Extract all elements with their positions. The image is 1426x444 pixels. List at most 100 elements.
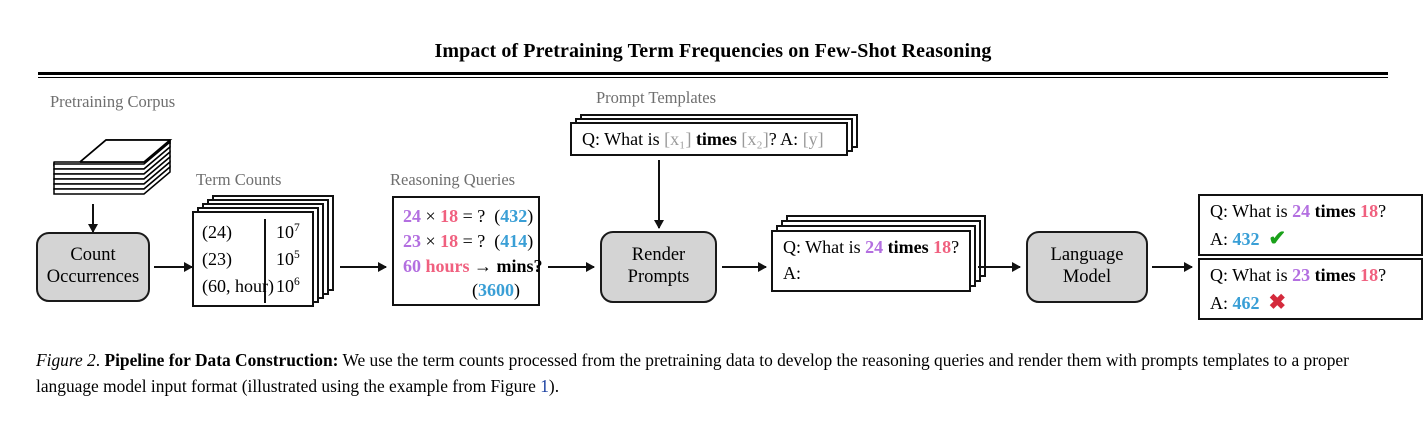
term-counts-base-0: 10 (276, 222, 294, 242)
incorrect-q-prefix: Q: What is (1210, 265, 1293, 285)
running-header-title: Impact of Pretraining Term Frequencies o… (434, 40, 992, 62)
process-box-render-prompts[interactable]: Render Prompts (600, 231, 717, 303)
query-1-x1: 23 (403, 231, 421, 251)
correct-x1: 24 (1292, 201, 1311, 221)
pipeline-figure: Pretraining Corpus (0, 86, 1426, 336)
prompt-template-text: Q: What is [x₁] times [x₂]? A: [y] (582, 129, 824, 150)
query-0-x2: 18 (440, 206, 459, 226)
query-0-op: × (425, 206, 436, 226)
incorrect-q-suffix: ? (1378, 265, 1387, 285)
caption-bold-title: Pipeline for Data Construction: (104, 350, 339, 370)
correct-output-answer: A: 432 ✔ (1210, 226, 1286, 251)
prompt-template-prefix: Q: What is (582, 129, 665, 149)
term-counts-exp-1: 5 (294, 249, 300, 261)
correct-a-prefix: A: (1210, 229, 1233, 249)
reasoning-query-row-2: 60 hours → mins? (403, 256, 543, 277)
cross-icon: ✖ (1268, 290, 1287, 314)
caption-figure-label: Figure 2 (36, 350, 96, 370)
term-counts-term-1: (23) (202, 249, 232, 269)
term-counts-term-2: (60, hour) (202, 276, 274, 296)
rendered-prompt-q-prefix: Q: What is (783, 237, 866, 257)
term-counts-card[interactable]: (24) 107 (23) 105 (60, hour) 106 (192, 211, 314, 307)
reasoning-queries-card[interactable]: 24 × 18 = ? (432) 23 × 18 = ? (414) 60 h… (392, 196, 543, 306)
query-1-op: × (425, 231, 436, 251)
correct-q-prefix: Q: What is (1210, 201, 1293, 221)
rendered-prompt-card[interactable]: Q: What is 24 times 18? A: (771, 230, 971, 292)
query-0-close: ) (527, 206, 534, 226)
count-occurrences-line2: Occurrences (46, 267, 140, 287)
incorrect-output-answer: A: 462 ✖ (1210, 290, 1286, 315)
term-counts-exp-0: 7 (294, 222, 300, 234)
rendered-prompt-question: Q: What is 24 times 18? (783, 237, 959, 258)
label-pretraining-corpus: Pretraining Corpus (50, 92, 176, 111)
header-rule-thin (38, 77, 1388, 78)
arrow-templates-to-render (658, 160, 661, 228)
rendered-prompt-answer-line: A: (783, 263, 801, 283)
query-1-close: ) (527, 231, 534, 251)
output-card-correct[interactable]: Q: What is 24 times 18? A: 432 ✔ (1198, 194, 1423, 256)
arrow-lm-to-outputs (1152, 266, 1192, 269)
label-prompt-templates: Prompt Templates (596, 88, 716, 107)
header-rule-thick (38, 72, 1388, 75)
prompt-template-var2: [x₂] (741, 129, 769, 149)
rendered-prompt-q-suffix: ? (951, 237, 960, 257)
query-1-open: ( (494, 231, 501, 251)
caption-body-part2: ). (548, 375, 560, 396)
output-card-incorrect[interactable]: Q: What is 23 times 18? A: 462 ✖ (1198, 258, 1423, 320)
rendered-prompt-q-mid: times (883, 237, 934, 257)
query-1-answer: 414 (500, 231, 528, 251)
correct-answer-value: 432 (1232, 229, 1260, 249)
query-2-x1: 60 (403, 256, 421, 276)
count-occurrences-line1: Count (70, 245, 116, 266)
query-2-open: ( (472, 280, 478, 300)
incorrect-x2: 18 (1360, 265, 1379, 285)
term-counts-divider (264, 219, 266, 303)
label-term-counts: Term Counts (196, 170, 282, 189)
correct-q-suffix: ? (1378, 201, 1387, 221)
term-counts-count-0: 107 (276, 222, 300, 243)
caption-figure1-link[interactable]: 1 (540, 375, 549, 396)
query-2-target: mins? (496, 256, 543, 276)
process-box-count-occurrences[interactable]: Count Occurrences (36, 232, 150, 302)
incorrect-q-mid: times (1310, 265, 1361, 285)
term-counts-count-2: 106 (276, 276, 300, 297)
reasoning-query-row-1: 23 × 18 = ? (414) (403, 231, 533, 252)
render-prompts-line1: Render (631, 245, 686, 266)
process-box-language-model[interactable]: Language Model (1026, 231, 1148, 303)
reasoning-query-row-2-answer: (3600) (472, 280, 520, 301)
query-0-x1: 24 (403, 206, 421, 226)
incorrect-x1: 23 (1292, 265, 1311, 285)
language-model-line2: Model (1062, 267, 1112, 287)
arrow-prompts-to-lm (978, 266, 1020, 269)
language-model-line1: Language (1050, 245, 1124, 266)
prompt-template-var3: [y] (802, 129, 824, 149)
prompt-template-suffix: ? A: (768, 129, 803, 149)
figure-caption: Figure 2. Pipeline for Data Construction… (36, 348, 1392, 400)
correct-x2: 18 (1360, 201, 1379, 221)
reasoning-query-row-0: 24 × 18 = ? (432) (403, 206, 533, 227)
prompt-template-var1: [x₁] (664, 129, 692, 149)
query-2-close: ) (514, 280, 520, 300)
query-2-arrow: → (474, 256, 493, 276)
incorrect-a-prefix: A: (1210, 293, 1233, 313)
query-0-eq: = ? (462, 206, 486, 226)
query-2-answer: 3600 (478, 280, 514, 300)
label-reasoning-queries: Reasoning Queries (390, 170, 516, 189)
rendered-prompt-x2: 18 (933, 237, 952, 257)
term-counts-base-2: 10 (276, 276, 294, 296)
prompt-template-mid: times (691, 129, 742, 149)
arrow-count-to-termcounts (154, 266, 192, 269)
check-icon: ✔ (1268, 226, 1287, 250)
query-0-answer: 432 (500, 206, 528, 226)
incorrect-answer-value: 462 (1232, 293, 1260, 313)
term-counts-exp-2: 6 (294, 276, 300, 288)
query-2-unit: hours (425, 256, 470, 276)
render-prompts-line2: Prompts (627, 267, 690, 287)
rendered-prompt-x1: 24 (865, 237, 884, 257)
caption-body-part1: We use the term counts processed from th… (36, 350, 1349, 396)
query-0-open: ( (494, 206, 501, 226)
prompt-template-card[interactable]: Q: What is [x₁] times [x₂]? A: [y] (570, 122, 848, 156)
correct-output-question: Q: What is 24 times 18? (1210, 201, 1386, 222)
term-counts-count-1: 105 (276, 249, 300, 270)
